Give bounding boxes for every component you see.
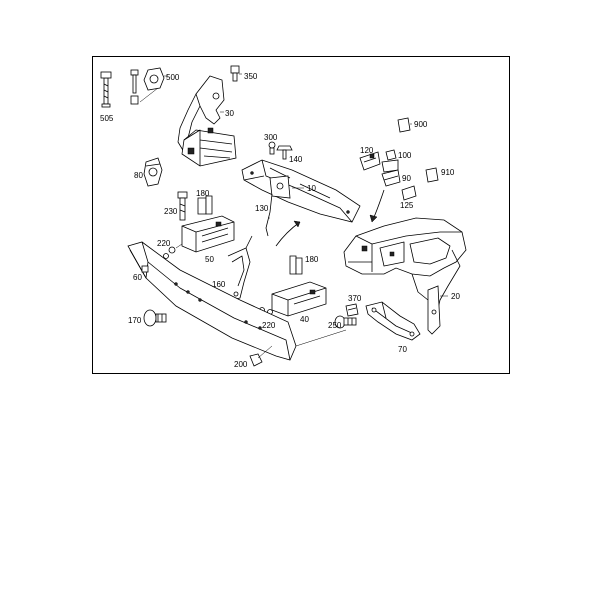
label-100: 100 (398, 151, 412, 160)
label-60: 60 (133, 273, 142, 282)
headlamp-bracket-30 (177, 75, 237, 167)
arrow-to-bracket (369, 189, 385, 223)
label-300: 300 (264, 133, 278, 142)
sensor-80 (143, 157, 163, 187)
clip-180-upper (197, 195, 213, 215)
connector-100 (381, 149, 399, 173)
label-170: 170 (128, 316, 142, 325)
label-220-lower: 220 (262, 321, 276, 330)
clip-900 (397, 117, 412, 133)
label-200: 200 (234, 360, 248, 369)
connector-90 (381, 169, 401, 187)
label-160: 160 (212, 280, 226, 289)
bolt-bracket-500 (130, 67, 168, 105)
connector-125 (401, 185, 417, 201)
label-180-upper: 180 (196, 189, 210, 198)
label-130: 130 (255, 204, 269, 213)
label-90: 90 (402, 174, 411, 183)
bolt-250 (334, 315, 357, 329)
label-500: 500 (166, 73, 180, 82)
label-125: 125 (400, 201, 414, 210)
bolt-230 (177, 191, 188, 221)
wire-bracket-160 (227, 235, 253, 301)
bolt-505 (100, 71, 112, 108)
label-20: 20 (451, 292, 460, 301)
label-140: 140 (289, 155, 303, 164)
bumper-bar-60 (127, 241, 347, 361)
support-50 (181, 215, 235, 253)
headlamp-bracket-20 (343, 217, 467, 335)
label-250: 250 (328, 321, 342, 330)
label-40: 40 (300, 315, 309, 324)
label-10: 10 (307, 184, 316, 193)
bolt-370 (345, 303, 359, 317)
label-220-upper: 220 (157, 239, 171, 248)
cross-member-10 (241, 159, 361, 223)
bolt-200 (249, 345, 273, 367)
label-50: 50 (205, 255, 214, 264)
connector-120 (359, 151, 381, 171)
clip-180-lower (289, 255, 303, 275)
label-30: 30 (225, 109, 234, 118)
part-labels: 505 500 350 30 300 140 10 900 120 100 90… (100, 72, 460, 369)
nut-220-upper (163, 243, 183, 259)
label-505: 505 (100, 114, 114, 123)
cable-130 (265, 193, 301, 247)
label-80: 80 (134, 171, 143, 180)
bolt-140 (276, 145, 293, 160)
support-40 (271, 281, 327, 317)
label-70: 70 (398, 345, 407, 354)
label-350: 350 (244, 72, 258, 81)
label-910: 910 (441, 168, 455, 177)
label-120: 120 (360, 146, 374, 155)
bolt-300 (268, 141, 276, 155)
clip-910 (425, 167, 439, 183)
label-900: 900 (414, 120, 428, 129)
label-370: 370 (348, 294, 362, 303)
lower-bracket-70 (365, 301, 421, 341)
bolt-170 (143, 309, 167, 327)
label-230: 230 (164, 207, 178, 216)
bolt-350 (230, 65, 242, 82)
label-180-lower: 180 (305, 255, 319, 264)
